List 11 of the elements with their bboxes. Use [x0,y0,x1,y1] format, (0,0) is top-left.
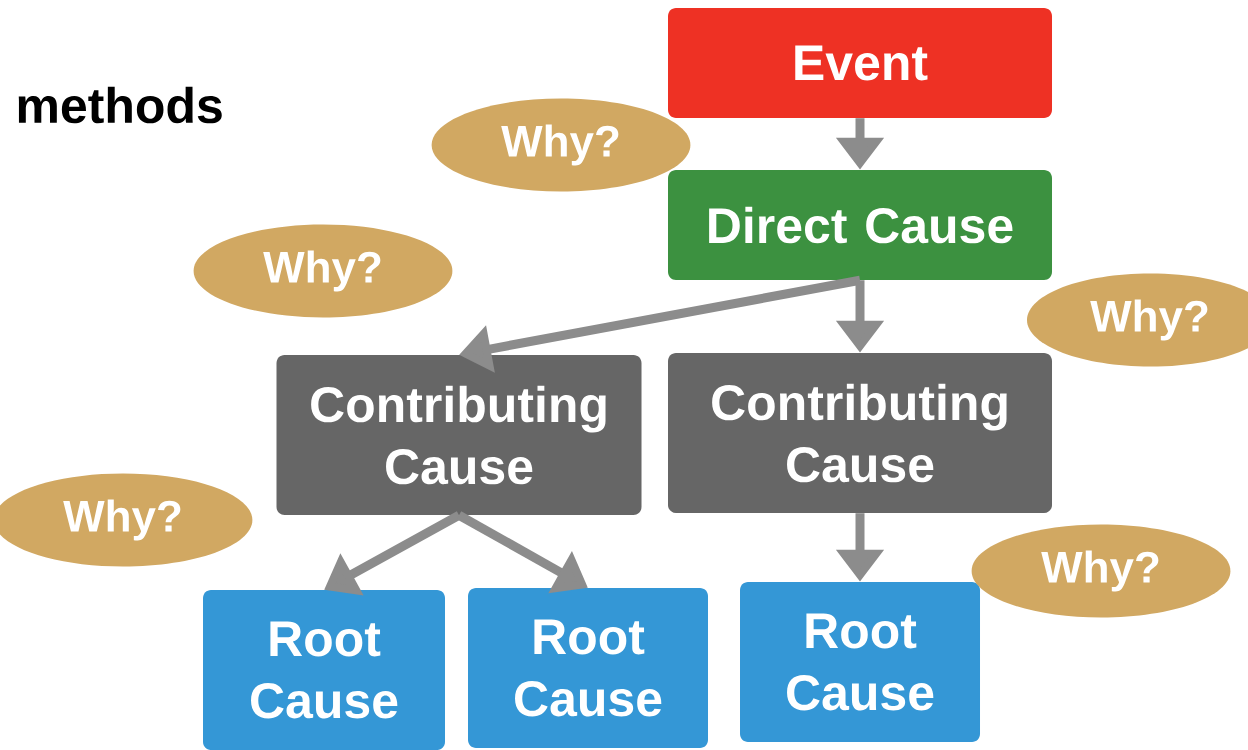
cause-box: Direct Cause [668,170,1052,280]
cause-box: Contributing Cause [276,355,642,515]
root-cause-box: Root Cause [203,590,445,750]
root-cause-box: Root Cause [740,582,980,742]
question-oval: Why? [431,98,691,192]
event-box: Event [668,8,1052,118]
question-oval: Why? [971,524,1231,618]
heading: methods [18,86,222,124]
cause-box: Contributing Cause [668,353,1052,513]
root-cause-box: Root Cause [468,588,708,748]
question-oval: Why? [193,224,453,318]
